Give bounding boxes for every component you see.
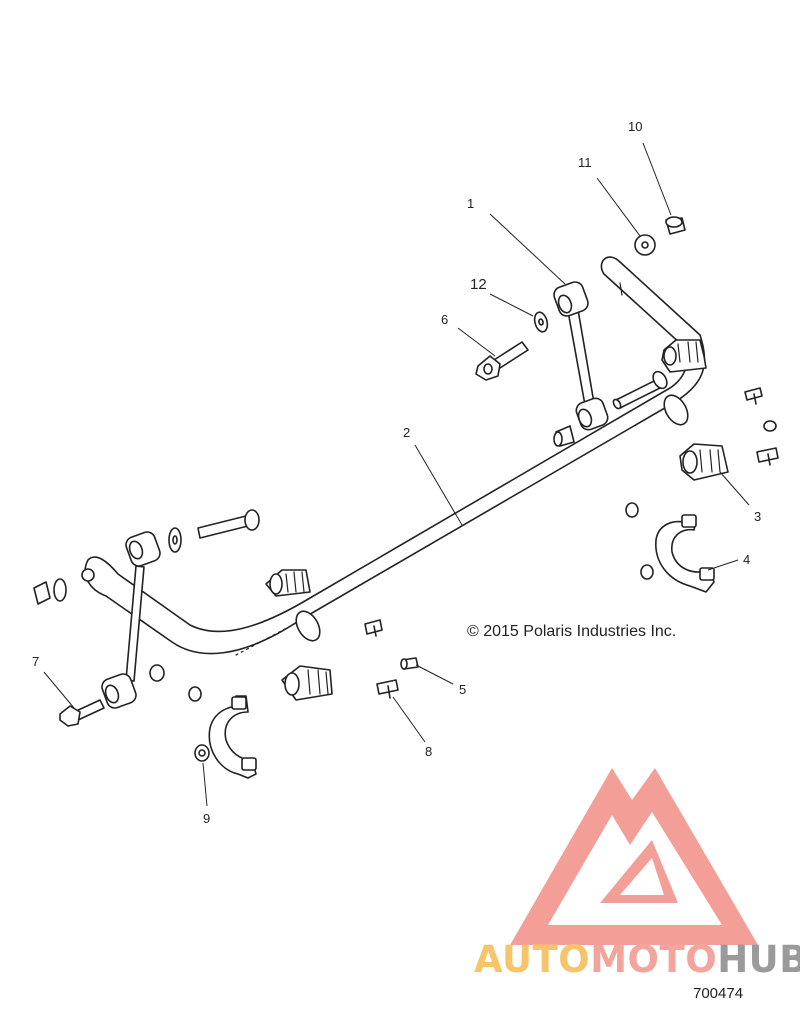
nut-right: [763, 420, 777, 432]
callout-2: 2: [403, 425, 410, 440]
link-assembly-left: [101, 527, 182, 709]
bushing-left-lower: [281, 665, 333, 701]
bushing-upper-right: [661, 339, 707, 373]
callout-7: 7: [32, 654, 39, 669]
callout-6: 6: [441, 312, 448, 327]
washer-12: [533, 311, 549, 333]
callout-labels: 1 2 3 4 5 6 7 8 9 10 11 12: [32, 119, 761, 826]
fastener-5: [400, 657, 419, 670]
watermark-logo: [510, 768, 758, 945]
washer-11: [634, 234, 656, 256]
callout-3: 3: [754, 509, 761, 524]
pushpin-right-1: [744, 387, 763, 405]
callout-8: 8: [425, 744, 432, 759]
pushpin-mid: [364, 619, 383, 637]
bolt-upper-right: [612, 370, 668, 410]
callout-5: 5: [459, 682, 466, 697]
nut-left-upper: [149, 664, 165, 682]
nut-left-end: [33, 578, 67, 605]
bolt-7: [59, 699, 105, 727]
stabilizer-bar: [81, 256, 706, 656]
bolt-left-upper: [197, 509, 260, 539]
callout-12: 12: [470, 276, 487, 293]
clamp-bracket-4: [655, 514, 715, 593]
link-assembly-upper: [553, 281, 609, 447]
watermark-text: AUTOMOTOHUB: [474, 938, 800, 981]
svg-text:AUTOMOTOHUB: AUTOMOTOHUB: [474, 938, 800, 981]
nut-small-1: [625, 502, 639, 518]
watermark-auto: AUTO: [474, 938, 590, 981]
nut-small-2: [640, 564, 654, 580]
copyright-notice: © 2015 Polaris Industries Inc.: [467, 623, 676, 640]
nut-left-mid: [188, 686, 202, 702]
callout-11: 11: [578, 155, 592, 170]
leader-lines: [43, 142, 750, 807]
nut-9: [194, 744, 210, 762]
drawing-number: 700474: [693, 985, 743, 1002]
pushpin-right-2: [756, 447, 779, 466]
bushing-left-upper: [265, 569, 311, 597]
callout-4: 4: [743, 552, 750, 567]
watermark-moto: MOTO: [590, 938, 717, 981]
callout-1: 1: [467, 196, 474, 211]
callout-9: 9: [203, 811, 210, 826]
callout-10: 10: [628, 119, 642, 134]
clamp-bracket-left: [208, 695, 257, 779]
watermark-hub: HUB: [717, 938, 800, 981]
bolt-6: [475, 341, 529, 381]
pushpin-8: [376, 679, 399, 699]
bushing-3: [679, 443, 729, 481]
nut-10: [665, 216, 686, 235]
